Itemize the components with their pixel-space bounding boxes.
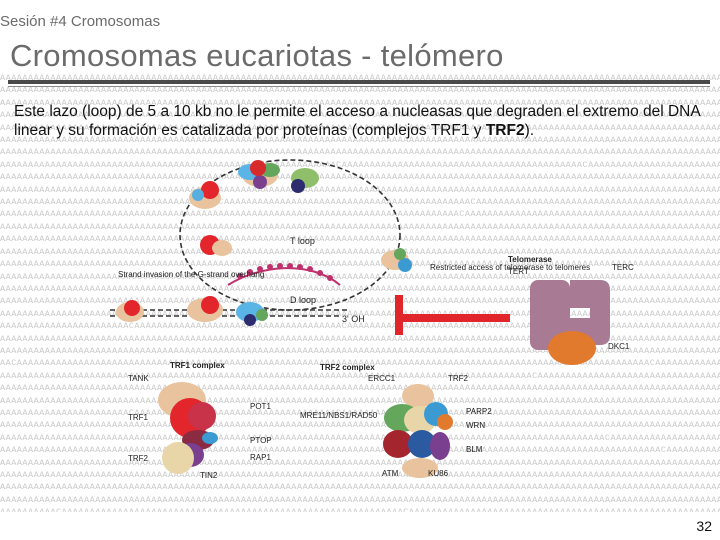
protein-cluster-top (238, 160, 280, 189)
ptop-label: PTOP (250, 436, 272, 445)
body-text: Este lazo (loop) de 5 a 10 kb no le perm… (14, 102, 704, 140)
terc-label: TERC (612, 263, 634, 272)
rap1-label: RAP1 (250, 453, 271, 462)
tank-label: TANK (128, 374, 149, 383)
d-loop-beads (237, 263, 333, 281)
body-text-end: ). (524, 122, 535, 139)
restricted-access-label: Restricted access of telomerase to telom… (430, 263, 590, 272)
dkc1-subunit (548, 331, 596, 365)
t-loop-label: T loop (290, 236, 315, 246)
trf2-complex-proteins (383, 384, 453, 478)
title-divider-thin (8, 86, 710, 87)
blm-label: BLM (466, 445, 483, 454)
session-label: Sesión #4 Cromosomas (0, 13, 161, 30)
restriction-bar-cap (395, 295, 403, 335)
telomerase-body (530, 280, 610, 345)
protein-cluster-left (200, 235, 232, 256)
telomerase-arm (530, 280, 570, 350)
trf2-left-label: TRF2 (128, 454, 149, 463)
wrn-label: WRN (466, 421, 485, 430)
page-number: 32 (696, 518, 712, 534)
protein-cluster-top-right (291, 168, 319, 193)
body-text-bold: TRF2 (485, 122, 525, 139)
trf2-complex-label: TRF2 complex (320, 363, 375, 372)
tin2-label: TIN2 (200, 471, 218, 480)
trf2-label: TRF2 (448, 374, 469, 383)
pot1-label: POT1 (250, 402, 271, 411)
atm-label: ATM (382, 469, 399, 478)
trf1-complex-label: TRF1 complex (170, 361, 225, 370)
protein-cluster-top-left (189, 181, 221, 209)
page-title: Cromosomas eucariotas - telómero (10, 38, 504, 73)
protein-cluster-bottom (116, 296, 268, 326)
ercc1-label: ERCC1 (368, 374, 396, 383)
strand-invasion-label: Strand invasion of the G-strand overhang (118, 270, 264, 279)
telomere-diagram: T loop D loop 3' OH Strand invasion of t… (110, 159, 634, 480)
telomerase-label: Telomerase (508, 255, 552, 264)
tert-label: TERT (508, 267, 529, 276)
protein-cluster-right (381, 248, 412, 272)
ku86-label: KU86 (428, 469, 449, 478)
trf1-label: TRF1 (128, 413, 149, 422)
three-oh-label: 3' OH (342, 314, 365, 324)
title-divider (8, 80, 710, 84)
dna-sequence-background: AAAAAAAAAAAAAAAAAAAAAAAAAAAAAAAAAAAAAAAA… (0, 73, 720, 512)
restriction-bar (395, 314, 510, 322)
parp2-label: PARP2 (466, 407, 492, 416)
mre11-label: MRE11/NBS1/RAD50 (300, 411, 378, 420)
dkc1-label: DKC1 (608, 342, 630, 351)
body-text-main: Este lazo (loop) de 5 a 10 kb no le perm… (14, 103, 700, 139)
d-loop-label: D loop (290, 295, 316, 305)
trf1-complex-proteins (158, 382, 218, 474)
